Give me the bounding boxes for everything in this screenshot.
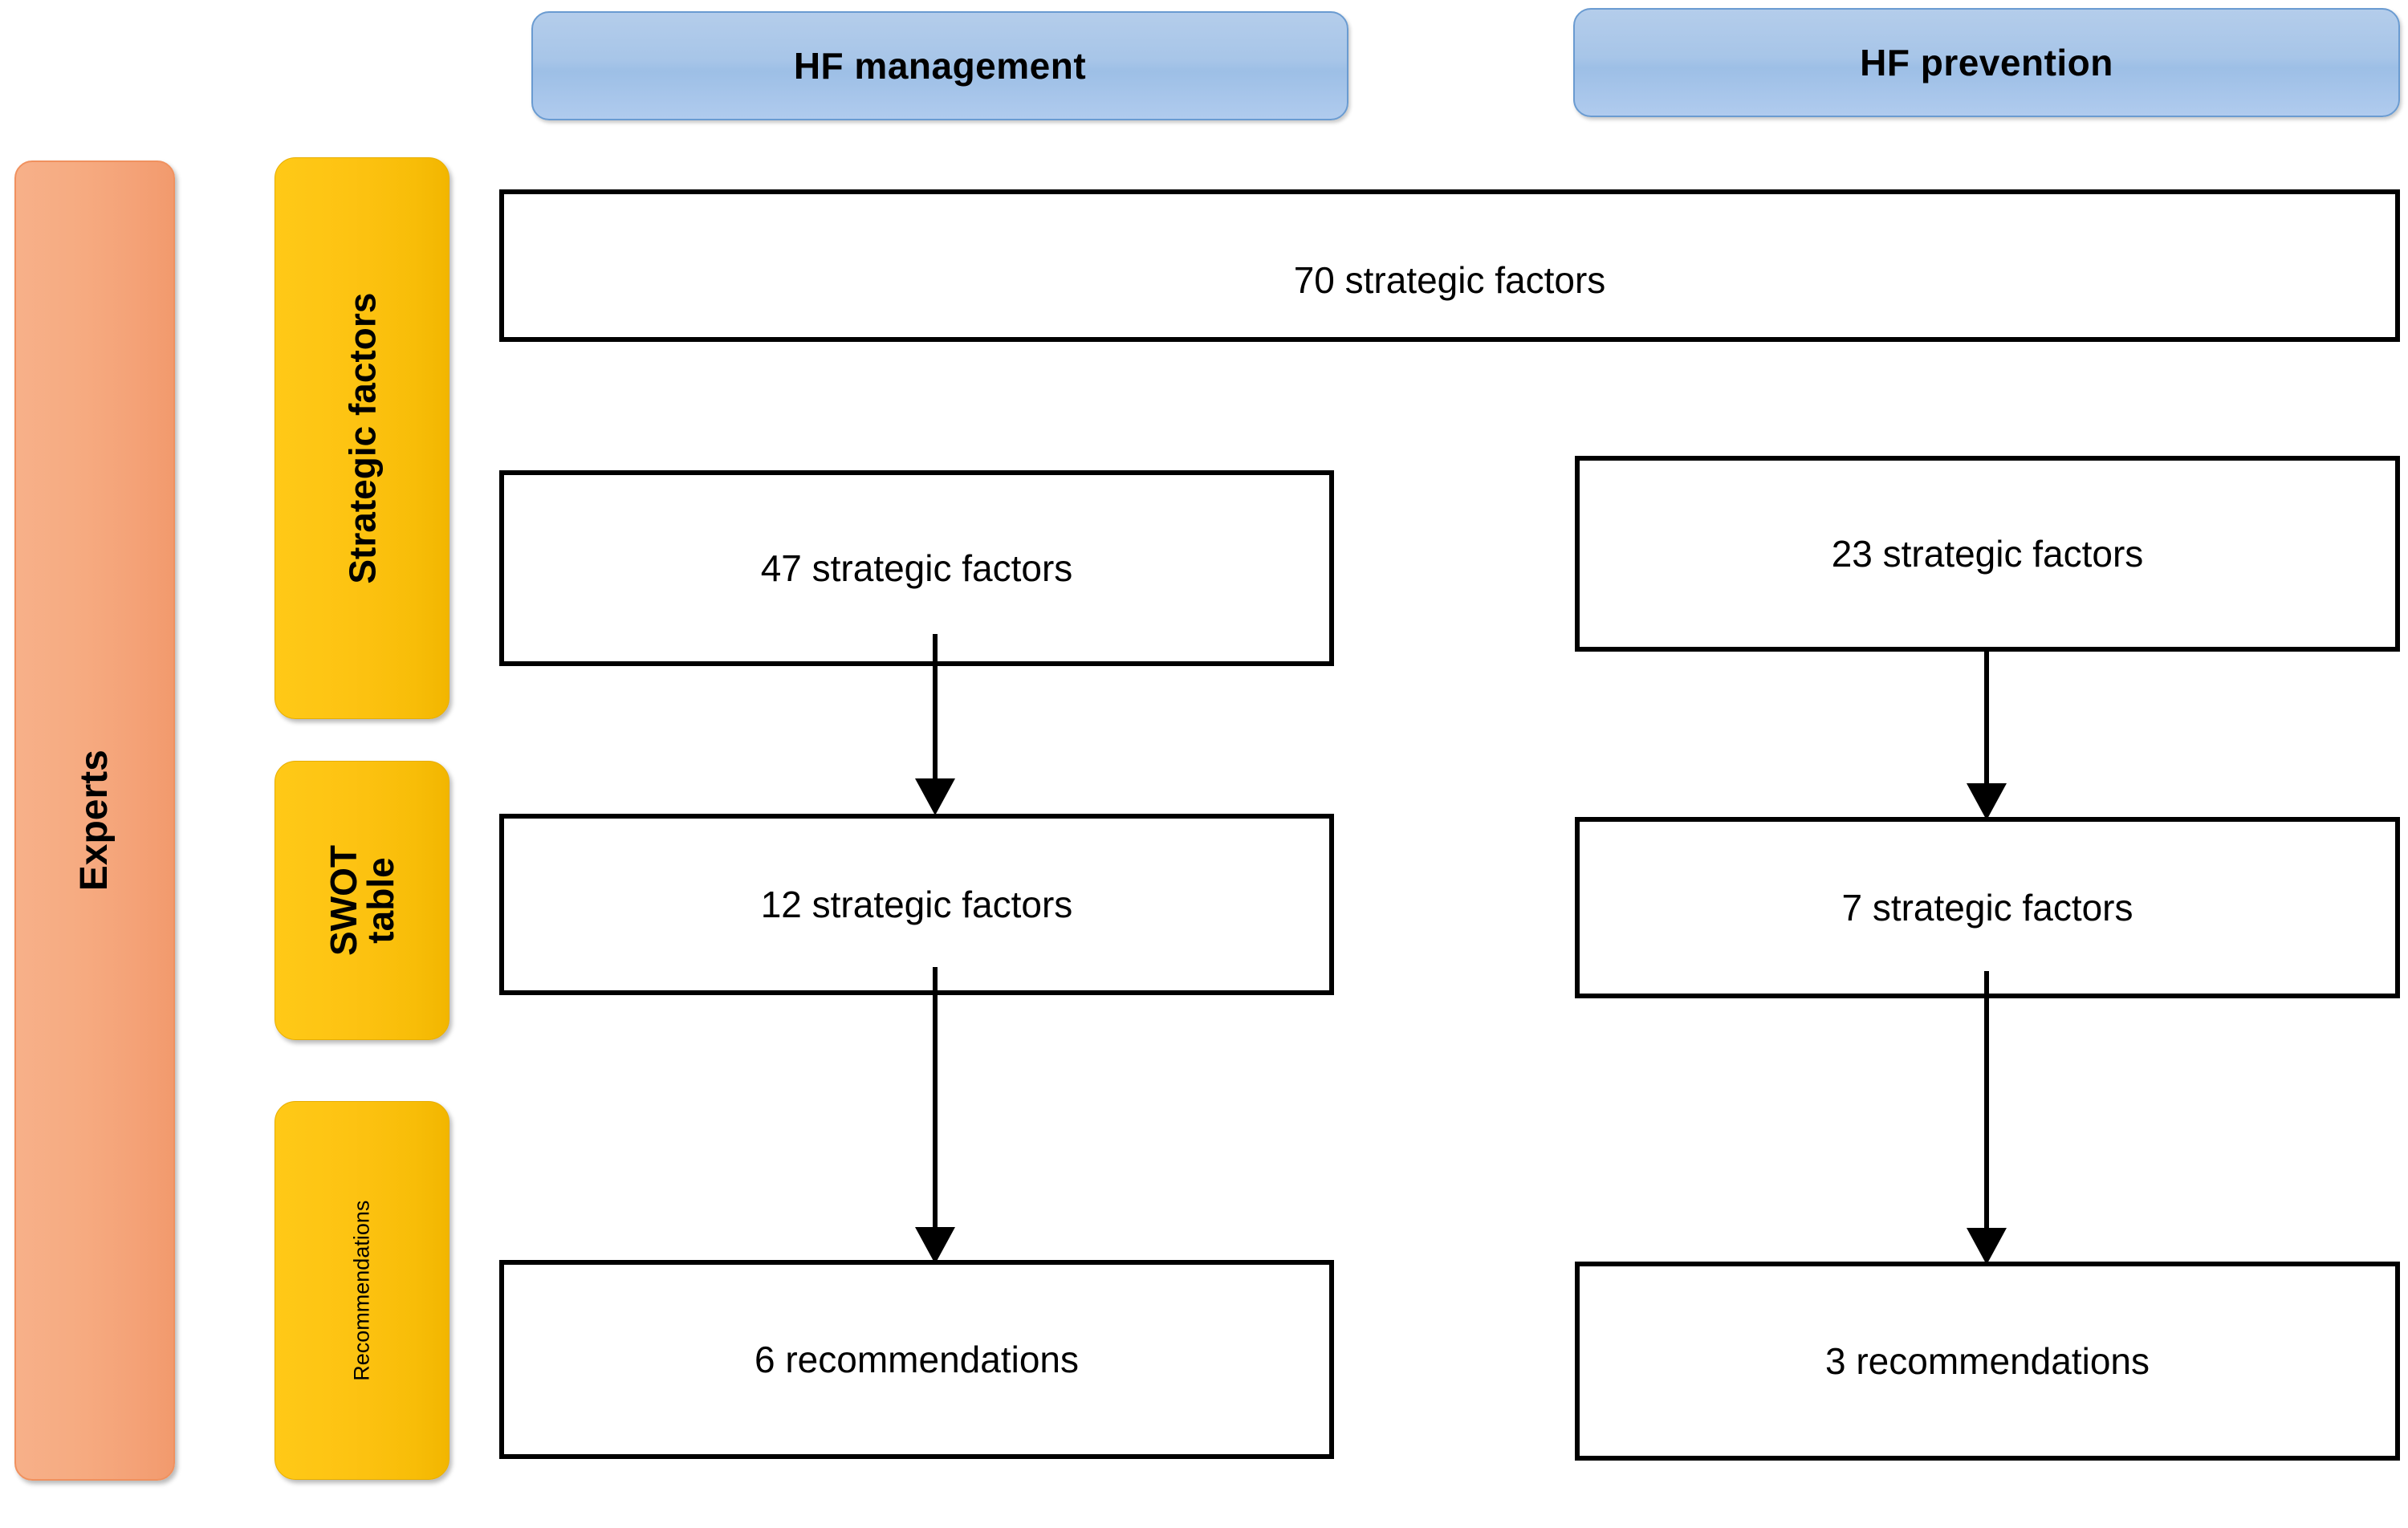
arrow-shaft [1984, 647, 1989, 783]
actor-bar-experts: Experts [14, 161, 175, 1481]
arrow-head [1967, 1228, 2007, 1265]
process-box-label: 23 strategic factors [1831, 533, 2144, 575]
column-header-hf-management: HF management [531, 11, 1348, 120]
flow-arrow-prev-23-to-7 [1967, 647, 2007, 820]
process-box-label: 6 recommendations [755, 1339, 1079, 1380]
process-box-label: 70 strategic factors [1293, 259, 1606, 301]
process-box-label: 7 strategic factors [1841, 887, 2133, 929]
process-box-label: 47 strategic factors [760, 547, 1073, 589]
arrow-shaft [933, 634, 938, 778]
arrow-head [915, 1227, 955, 1264]
stage-bar-label: SWOT table [323, 845, 401, 956]
flow-arrow-prev-7-to-3 [1967, 971, 2007, 1265]
stage-bar-recommendations: Recommendations [275, 1101, 449, 1480]
flow-arrow-mgmt-12-to-6 [915, 967, 955, 1264]
process-box-prev-7: 7 strategic factors [1575, 817, 2400, 998]
process-box-mgmt-6: 6 recommendations [499, 1260, 1334, 1459]
arrow-shaft [1984, 971, 1989, 1229]
process-box-prev-23: 23 strategic factors [1575, 456, 2400, 652]
process-box-mgmt-47: 47 strategic factors [499, 470, 1334, 666]
column-header-label: HF management [793, 45, 1087, 87]
process-box-mgmt-12: 12 strategic factors [499, 814, 1334, 995]
process-box-prev-3: 3 recommendations [1575, 1262, 2400, 1461]
arrow-head [915, 778, 955, 815]
process-box-total-strategic-factors: 70 strategic factors [499, 189, 2400, 342]
column-header-label: HF prevention [1860, 42, 2113, 83]
arrow-shaft [933, 967, 938, 1229]
process-box-label: 12 strategic factors [760, 884, 1073, 925]
arrow-head [1967, 783, 2007, 820]
actor-bar-label: Experts [72, 750, 116, 892]
stage-bar-label: Recommendations [349, 1200, 374, 1381]
process-box-label: 3 recommendations [1825, 1340, 2150, 1382]
column-header-hf-prevention: HF prevention [1573, 8, 2400, 117]
stage-bar-strategic-factors: Strategic factors [275, 157, 449, 719]
flow-arrow-mgmt-47-to-12 [915, 634, 955, 815]
stage-bar-swot-table: SWOT table [275, 761, 449, 1040]
stage-bar-label: Strategic factors [340, 292, 383, 584]
